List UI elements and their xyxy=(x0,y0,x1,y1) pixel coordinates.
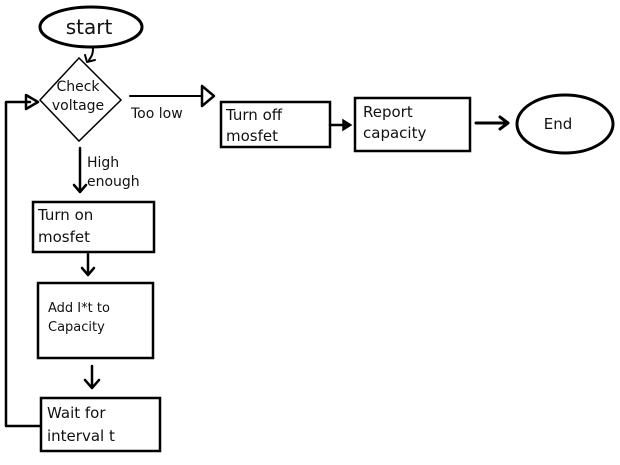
edge-label-high-enough-line2: enough xyxy=(87,174,140,190)
wait-box xyxy=(39,396,162,453)
turn-on-mosfet-label-line1: Turn on xyxy=(37,206,93,224)
start-label: start xyxy=(66,15,113,39)
edge-label-too-low: Too low xyxy=(130,106,183,122)
turn-on-mosfet-label-line2: mosfet xyxy=(38,228,90,246)
arrow-wait-loop-to-check xyxy=(4,93,42,428)
arrow-turn-off-to-report xyxy=(328,118,353,132)
end-label: End xyxy=(544,115,573,133)
arrow-turn-on-to-add xyxy=(80,252,96,277)
report-capacity-label-line2: capacity xyxy=(363,124,426,142)
add-it-label-line1: Add I*t to xyxy=(48,301,110,316)
check-voltage-decision xyxy=(38,56,123,143)
edge-label-high-enough-line1: High xyxy=(87,155,119,171)
check-voltage-label-line2: voltage xyxy=(52,98,104,114)
add-it-box xyxy=(36,281,155,360)
report-capacity-label-line1: Report xyxy=(363,103,413,121)
turn-off-mosfet-label-line1: Turn off xyxy=(225,106,283,124)
turn-on-mosfet-box xyxy=(31,200,156,254)
end-terminal xyxy=(515,93,615,155)
arrow-report-to-end xyxy=(474,115,510,131)
add-it-label-line2: Capacity xyxy=(48,320,105,335)
check-voltage-label-line1: Check xyxy=(56,79,100,95)
arrow-check-to-turn-off xyxy=(129,84,216,108)
wait-label-line1: Wait for xyxy=(47,404,106,422)
report-capacity-box xyxy=(353,96,472,153)
arrow-start-to-check xyxy=(84,47,96,63)
arrow-add-to-wait xyxy=(83,364,101,390)
start-terminal xyxy=(38,5,144,49)
turn-off-mosfet-label-line2: mosfet xyxy=(226,127,278,145)
wait-label-line2: interval t xyxy=(47,427,115,445)
arrow-check-to-turn-on xyxy=(72,146,88,194)
